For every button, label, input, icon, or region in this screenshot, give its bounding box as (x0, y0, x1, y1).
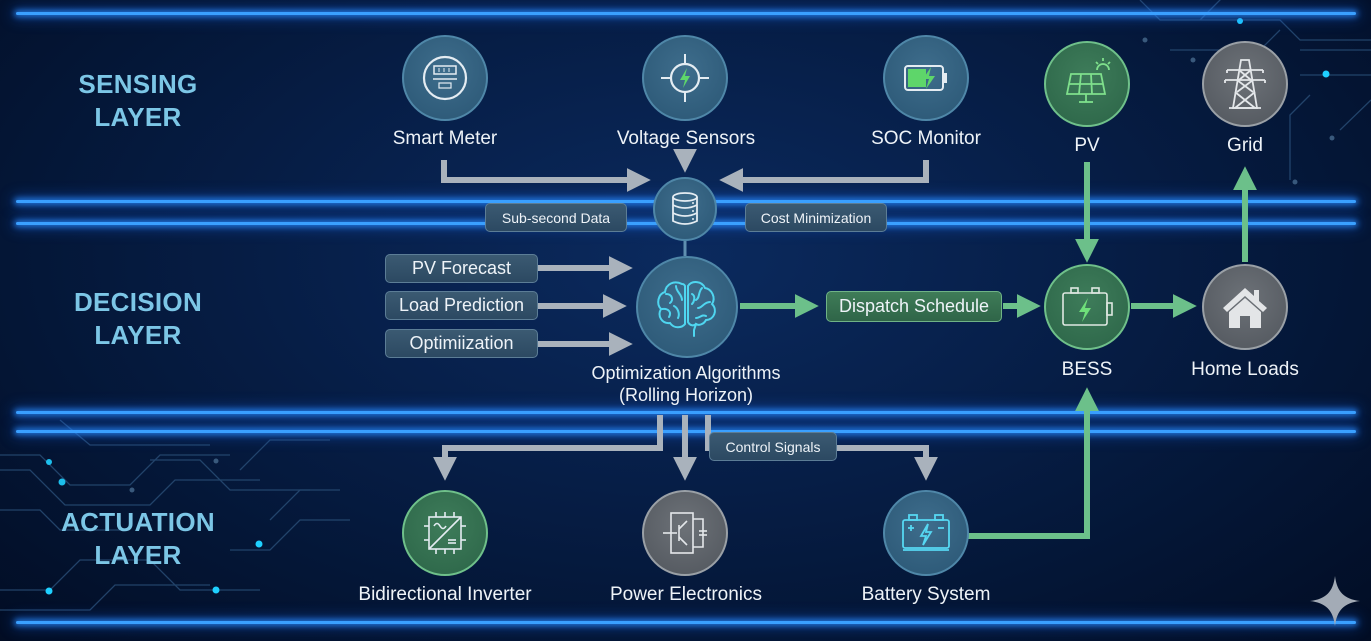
sub-second-data-tag: Sub-second Data (485, 203, 627, 232)
layer-title-line: LAYER (94, 540, 182, 570)
layer-title-line: LAYER (94, 102, 182, 132)
layer-divider (16, 411, 1356, 414)
power-electronics-node[interactable] (642, 490, 728, 576)
smart-meter-icon (422, 55, 468, 101)
smart-meter-label: Smart Meter (392, 128, 498, 149)
layer-title-decision: DECISION LAYER (38, 286, 238, 352)
home-icon (1223, 288, 1267, 328)
battery-charge-icon (904, 65, 947, 91)
inverter-icon (424, 512, 466, 554)
brain-icon (657, 281, 716, 337)
battery-icon (902, 514, 950, 551)
smart-meter-node[interactable] (402, 35, 488, 121)
bess-label: BESS (1061, 359, 1113, 380)
voltage-sensors-label: Voltage Sensors (616, 128, 756, 149)
arrow-battery-to-bess (968, 387, 1099, 539)
load-prediction-input: Load Prediction (385, 291, 538, 320)
home-loads-node[interactable] (1202, 264, 1288, 350)
data-hub-node[interactable] (653, 177, 717, 241)
dispatch-schedule-tag: Dispatch Schedule (826, 291, 1002, 322)
home-loads-label: Home Loads (1191, 359, 1299, 380)
arrow-soc-to-hub (719, 160, 929, 192)
pv-label: PV (1074, 135, 1100, 156)
layer-title-line: LAYER (94, 320, 182, 350)
grid-node[interactable] (1202, 41, 1288, 127)
soc-monitor-label: SOC Monitor (871, 128, 981, 149)
optimization-core-node[interactable] (636, 256, 738, 358)
transmission-tower-icon (1224, 59, 1266, 109)
voltage-sensor-icon (661, 54, 709, 102)
bidirectional-inverter-label: Bidirectional Inverter (358, 584, 532, 605)
power-electronics-label: Power Electronics (609, 584, 763, 605)
pv-node[interactable] (1044, 41, 1130, 127)
battery-system-label: Battery System (861, 584, 991, 605)
layer-title-line: SENSING (78, 69, 198, 99)
layer-title-sensing: SENSING LAYER (38, 68, 238, 134)
voltage-sensors-node[interactable] (642, 35, 728, 121)
grid-label: Grid (1227, 135, 1263, 156)
optimization-input: Optimiization (385, 329, 538, 358)
layer-divider (16, 12, 1356, 15)
pv-forecast-input: PV Forecast (385, 254, 538, 283)
layer-title-actuation: ACTUATION LAYER (38, 506, 238, 572)
core-label-line1: Optimization Algorithms (591, 363, 781, 383)
core-label-line2: (Rolling Horizon) (618, 385, 754, 405)
layer-title-line: DECISION (73, 287, 203, 317)
bidirectional-inverter-node[interactable] (402, 490, 488, 576)
database-icon (672, 192, 698, 225)
solar-panel-icon (1065, 58, 1111, 103)
control-signals-tag: Control Signals (709, 432, 837, 461)
arrow-to-inverter (433, 415, 663, 481)
transistor-icon (663, 512, 707, 554)
layer-divider (16, 621, 1356, 624)
soc-monitor-node[interactable] (883, 35, 969, 121)
sparkle-icon (1310, 576, 1360, 626)
battery-icon (1062, 287, 1113, 326)
optimization-core-label: Optimization Algorithms (Rolling Horizon… (591, 362, 780, 406)
battery-system-node[interactable] (883, 490, 969, 576)
arrow-smart-meter-to-hub (441, 160, 651, 192)
layer-title-line: ACTUATION (61, 507, 215, 537)
bess-node[interactable] (1044, 264, 1130, 350)
cost-minimization-tag: Cost Minimization (745, 203, 887, 232)
